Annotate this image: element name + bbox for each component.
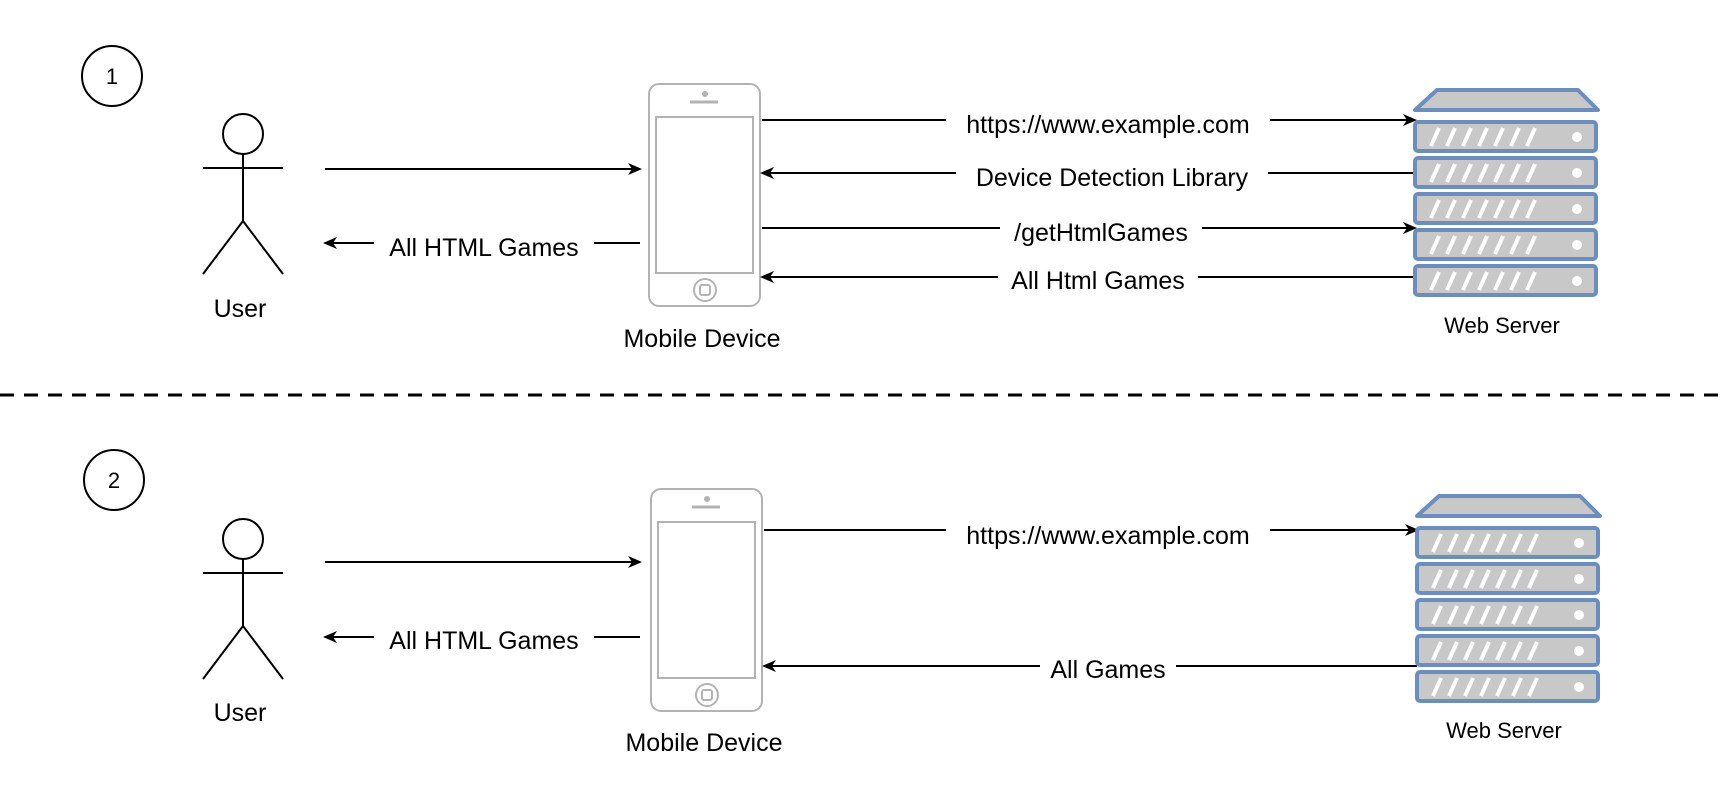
- user-label: User: [214, 699, 267, 727]
- message-label-1: https://www.example.com: [966, 522, 1249, 550]
- message-label-1: https://www.example.com: [966, 111, 1249, 139]
- mobile-device-icon: [648, 83, 761, 307]
- web-server-label: Web Server: [1444, 313, 1560, 338]
- device-to-user-label-wrap: All HTML Games: [374, 228, 594, 262]
- device-to-user-label: All HTML Games: [389, 234, 578, 262]
- message-label-3: /getHtmlGames: [1014, 219, 1188, 247]
- web-server-label: Web Server: [1446, 718, 1562, 743]
- message-label-4: All Html Games: [1011, 267, 1185, 295]
- web-server-icon: [1413, 88, 1600, 297]
- panel-2: 2 User All HTML Games Mobile Device htt: [83, 449, 1602, 757]
- mobile-device-label: Mobile Device: [625, 729, 782, 757]
- web-server-icon: [1415, 494, 1602, 703]
- device-to-user-label: All HTML Games: [389, 627, 578, 655]
- user-actor-icon: [202, 113, 284, 275]
- mobile-device-icon: [650, 488, 763, 712]
- device-to-user-label-wrap: All HTML Games: [374, 622, 594, 655]
- step-number: 2: [108, 468, 120, 493]
- step-number-badge: 2: [83, 449, 145, 511]
- step-number: 1: [106, 64, 118, 89]
- message-label-2: All Games: [1050, 656, 1165, 684]
- step-number-badge: 1: [81, 45, 143, 107]
- message-label-2: Device Detection Library: [976, 164, 1249, 192]
- panel-1: 1 User All HTML Games Mobile Devic: [81, 45, 1600, 353]
- user-label: User: [214, 295, 267, 323]
- mobile-device-label: Mobile Device: [623, 325, 780, 353]
- user-actor-icon: [202, 518, 284, 680]
